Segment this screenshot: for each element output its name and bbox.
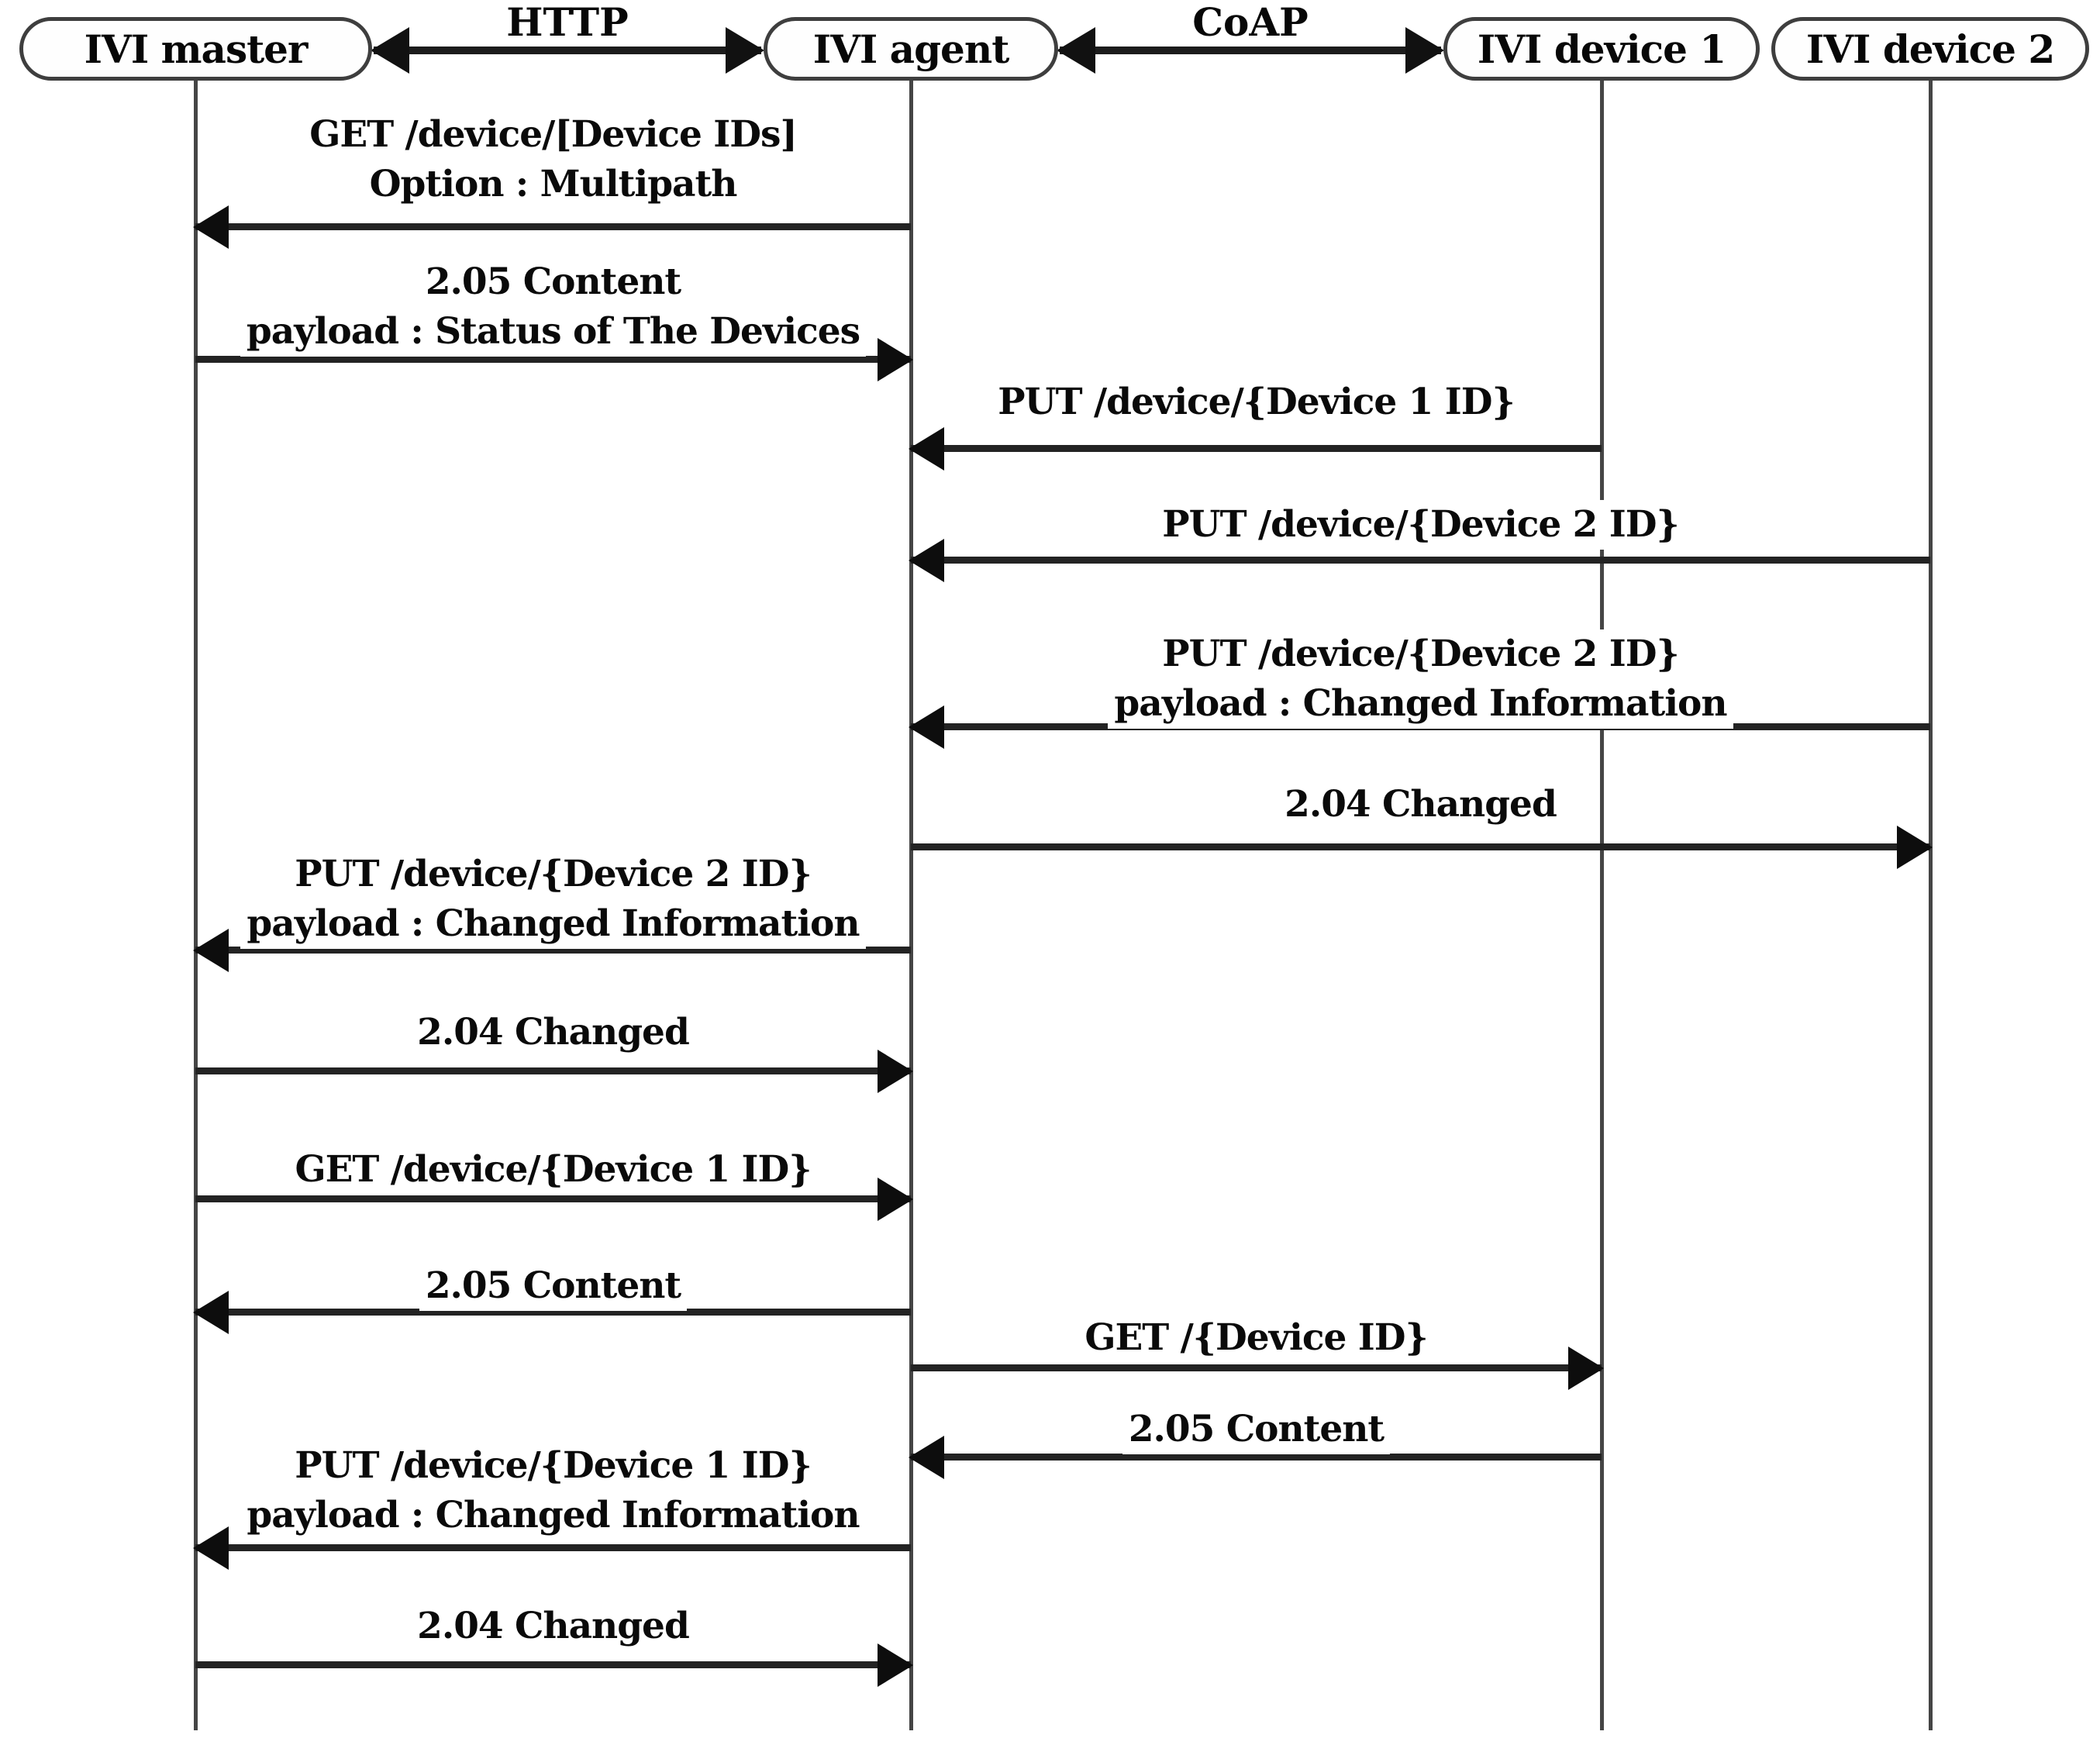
protocol-label-http: HTTP	[506, 0, 629, 45]
message-10-label: 2.05 Content	[195, 1261, 911, 1311]
message-3-arrow	[911, 445, 1602, 452]
lifeline-ivi-device-2	[1929, 81, 1933, 1730]
lifeline-ivi-master	[194, 81, 198, 1730]
message-2-label: 2.05 Content payload : Status of The Dev…	[195, 257, 911, 357]
actor-label: IVI device 2	[1805, 26, 2055, 72]
message-11-label: GET /{Device ID}	[911, 1313, 1602, 1363]
message-11-arrow	[911, 1364, 1602, 1371]
actor-label: IVI master	[84, 26, 309, 72]
actor-ivi-device-1: IVI device 1	[1443, 17, 1760, 81]
message-8-arrow	[195, 1067, 911, 1074]
actor-label: IVI agent	[812, 26, 1010, 72]
message-12-arrow	[911, 1454, 1602, 1461]
message-3-label: PUT /device/{Device 1 ID}	[911, 378, 1602, 427]
message-1-arrow	[195, 223, 911, 230]
message-13-label: PUT /device/{Device 1 ID} payload : Chan…	[195, 1441, 911, 1540]
message-4-label: PUT /device/{Device 2 ID}	[911, 500, 1930, 550]
actor-ivi-master: IVI master	[19, 17, 372, 81]
message-1-label: GET /device/[Device IDs] Option : Multip…	[195, 110, 911, 209]
actor-ivi-device-2: IVI device 2	[1771, 17, 2089, 81]
actor-label: IVI device 1	[1477, 26, 1726, 72]
message-7-label: PUT /device/{Device 2 ID} payload : Chan…	[195, 850, 911, 949]
message-7-arrow	[195, 947, 911, 954]
protocol-arrow-http	[374, 47, 761, 54]
message-5-label: PUT /device/{Device 2 ID} payload : Chan…	[911, 629, 1930, 729]
message-14-label: 2.04 Changed	[195, 1602, 911, 1651]
message-2-arrow	[195, 356, 911, 363]
message-10-arrow	[195, 1309, 911, 1316]
protocol-label-coap: CoAP	[1192, 0, 1309, 45]
message-6-arrow	[911, 843, 1930, 850]
message-4-arrow	[911, 557, 1930, 564]
message-13-arrow	[195, 1544, 911, 1551]
message-8-label: 2.04 Changed	[195, 1008, 911, 1057]
lifeline-ivi-device-1	[1600, 81, 1604, 1730]
lifeline-ivi-agent	[909, 81, 913, 1730]
message-9-arrow	[195, 1195, 911, 1202]
message-12-label: 2.05 Content	[911, 1405, 1602, 1454]
message-9-label: GET /device/{Device 1 ID}	[195, 1145, 911, 1195]
message-6-label: 2.04 Changed	[911, 780, 1930, 829]
protocol-arrow-coap	[1060, 47, 1441, 54]
actor-ivi-agent: IVI agent	[764, 17, 1058, 81]
message-14-arrow	[195, 1661, 911, 1668]
